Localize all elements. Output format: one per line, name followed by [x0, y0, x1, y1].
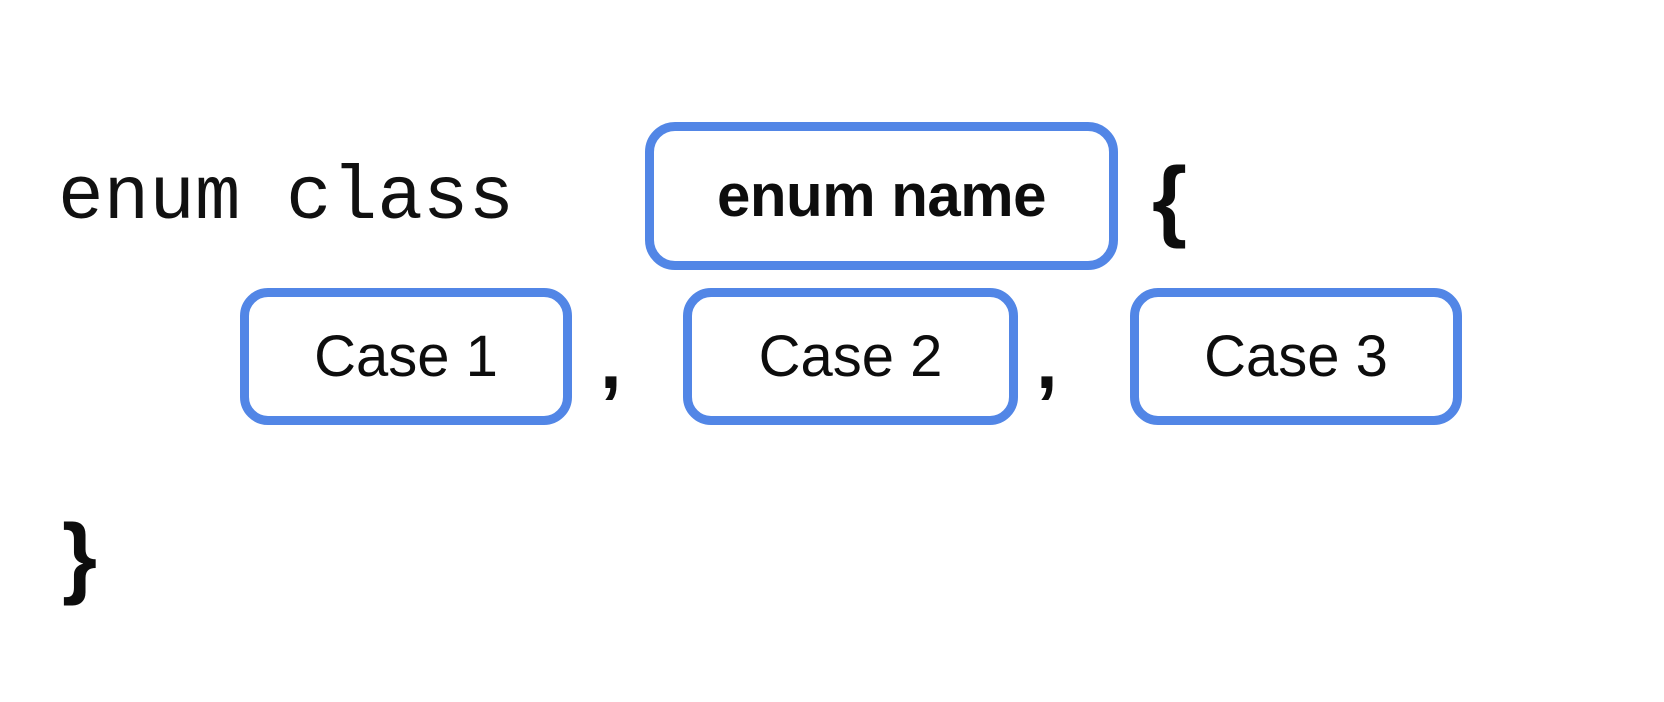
- slot-case-1-label: Case 1: [314, 323, 498, 389]
- slot-enum-name-label: enum name: [717, 162, 1046, 229]
- brace-open: {: [1152, 150, 1188, 250]
- slot-enum-name[interactable]: enum name: [645, 122, 1118, 270]
- slot-case-2[interactable]: Case 2: [683, 288, 1018, 425]
- comma-separator-1: ,: [600, 317, 622, 405]
- slot-case-1[interactable]: Case 1: [240, 288, 572, 425]
- keyword-enum-class: enum class: [58, 155, 515, 241]
- slot-case-3-label: Case 3: [1204, 323, 1388, 389]
- comma-separator-2: ,: [1036, 317, 1058, 405]
- slot-case-2-label: Case 2: [758, 323, 943, 389]
- brace-close: }: [62, 507, 98, 607]
- slot-case-3[interactable]: Case 3: [1130, 288, 1462, 425]
